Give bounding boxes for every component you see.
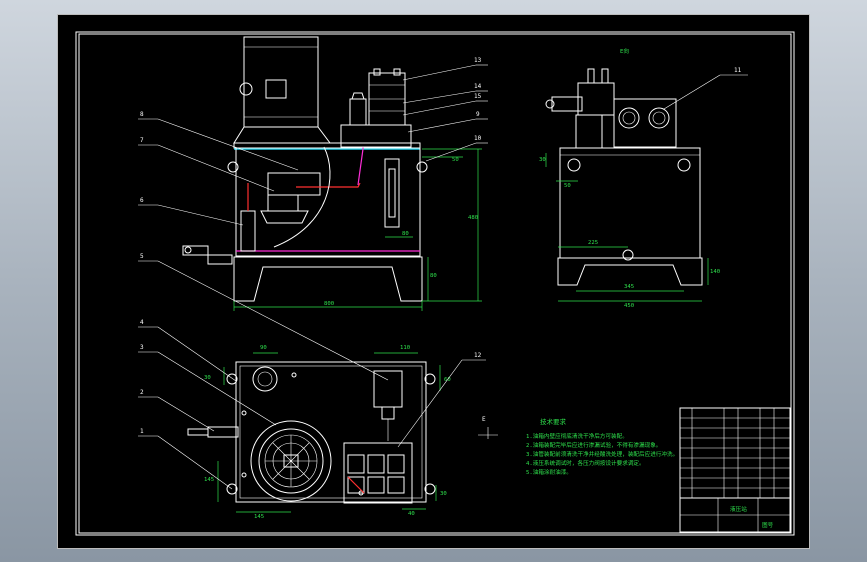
dim-gauge-width: 80 <box>402 231 409 237</box>
plan-tank-outline <box>235 361 427 503</box>
suction-filter <box>240 210 256 252</box>
tank-body <box>235 147 421 257</box>
note-line-5: 5.油箱涂耐油漆。 <box>526 468 572 476</box>
drawing-sheet: 800 80 480 80 50 8 7 6 5 13 14 15 9 10 E… <box>57 14 810 549</box>
dim-plan-block-gap: 30 <box>440 491 447 497</box>
svg-text:E: E <box>482 416 486 423</box>
title-drawing-name: 液压站 <box>730 505 747 513</box>
notes-title: 技术要求 <box>540 417 567 426</box>
side-view: E向 30 50 225 345 450 140 11 <box>539 47 748 309</box>
note-line-1: 1.油箱内壁应彻底清洗干净后方可装配。 <box>526 432 628 440</box>
technical-requirements: 技术要求 1.油箱内壁应彻底清洗干净后方可装配。 2.油箱装配完毕后应进行渗漏试… <box>526 417 678 476</box>
leader-1: 1 <box>140 428 144 435</box>
leader-3: 3 <box>140 344 144 351</box>
dim-side-port-offset: 30 <box>539 157 546 163</box>
dim-side-port-span: 50 <box>564 183 571 189</box>
side-view-title: E向 <box>620 47 629 55</box>
dim-side-drain: 225 <box>588 240 598 246</box>
pump-coupling-teeth <box>265 435 317 487</box>
view-direction-marker: E <box>478 416 498 439</box>
dim-side-base: 140 <box>710 269 720 275</box>
pressure-gauge-2 <box>648 107 670 129</box>
leader-7: 7 <box>140 137 144 144</box>
note-line-4: 4.液压系统调试时，各压力阀按设计要求调定。 <box>526 459 645 467</box>
title-drawing-number: 图号 <box>762 521 774 529</box>
dim-plan-pump-offset: 145 <box>204 477 214 483</box>
pressure-gauge-1 <box>618 107 640 129</box>
tank-base <box>233 256 423 302</box>
leader-12: 12 <box>474 352 482 359</box>
side-tank-body <box>559 147 701 259</box>
dim-plan-block-width: 40 <box>408 511 415 517</box>
leader-14: 14 <box>474 83 482 90</box>
dim-side-foot-span: 345 <box>624 284 634 290</box>
note-line-2: 2.油箱装配完毕后应进行渗漏试验，不得有渗漏现象。 <box>526 441 661 449</box>
leader-2: 2 <box>140 389 144 396</box>
leader-8: 8 <box>140 111 144 118</box>
side-drain <box>622 249 634 261</box>
front-view: 800 80 480 80 50 <box>182 36 482 311</box>
leader-9: 9 <box>476 111 480 118</box>
leader-13: 13 <box>474 57 482 64</box>
plan-port-bottom-left <box>226 483 238 495</box>
port-right <box>416 161 428 173</box>
valve-block <box>340 124 412 148</box>
front-leaders: 8 7 6 5 13 14 15 9 10 <box>138 57 488 381</box>
pump-flange <box>250 420 332 502</box>
dim-front-base: 80 <box>430 273 437 279</box>
side-port-left <box>567 158 581 172</box>
dim-plan-port-offset: 30 <box>204 375 211 381</box>
plan-valve-stack <box>373 370 403 408</box>
port-left <box>227 161 239 173</box>
leader-15: 15 <box>474 93 482 100</box>
cad-drawing: 800 80 480 80 50 8 7 6 5 13 14 15 9 10 E… <box>75 31 795 536</box>
level-gauge <box>384 158 400 228</box>
dim-front-height: 480 <box>468 215 478 221</box>
bellhousing <box>233 126 331 144</box>
outer-frame <box>75 31 795 536</box>
motor-lifting-eye <box>239 82 253 96</box>
leader-11: 11 <box>734 67 742 74</box>
plan-port-bottom-right <box>424 483 436 495</box>
filler-port <box>252 366 278 392</box>
side-port-right <box>677 158 691 172</box>
plan-port-top-left <box>226 373 238 385</box>
dim-plan-port-dia: 90 <box>260 345 267 351</box>
plan-view: 90 30 110 60 145 145 40 30 4 3 2 1 12 <box>138 319 486 520</box>
side-tank-base <box>557 257 703 286</box>
dim-plan-valve-width: 110 <box>400 345 410 351</box>
leader-6: 6 <box>140 197 144 204</box>
dim-right-offset: 50 <box>452 157 459 163</box>
plan-port-top-right <box>424 373 436 385</box>
note-line-3: 3.油管装配前须清洗干净并经酸洗处理，装配后应进行冲洗。 <box>526 450 678 458</box>
leader-4: 4 <box>140 319 144 326</box>
gauge-panel <box>613 98 677 148</box>
title-block: 液压站 图号 <box>679 407 791 533</box>
motor-body <box>243 36 319 128</box>
leader-5: 5 <box>140 253 144 260</box>
dim-front-width: 800 <box>324 301 334 307</box>
inner-frame <box>78 33 792 534</box>
manifold-block <box>343 442 413 504</box>
dim-side-width: 450 <box>624 303 634 309</box>
leader-10: 10 <box>474 135 482 142</box>
dim-plan-pump-dist: 145 <box>254 514 264 520</box>
